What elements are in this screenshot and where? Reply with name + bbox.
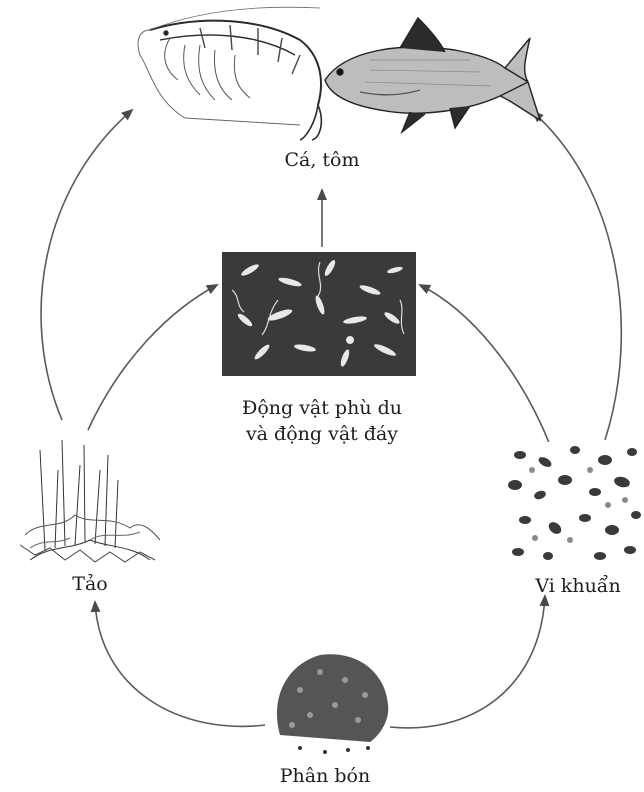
label-algae: Tảo: [55, 572, 125, 596]
fish-illustration: [325, 18, 540, 132]
fertilizer-pile-illustration: [277, 654, 388, 754]
label-zooplankton-line2: và động vật đáy: [222, 422, 422, 446]
arrow-algae-to-fish: [41, 110, 132, 420]
arrow-bacteria-to-fish: [533, 112, 621, 440]
label-fertilizer: Phân bón: [270, 764, 380, 788]
arrow-bacteria-to-zooplankton: [420, 285, 550, 445]
shrimp-illustration: [138, 7, 321, 140]
label-bacteria: Vi khuẩn: [528, 574, 628, 598]
arrow-algae-to-zooplankton: [88, 285, 217, 430]
algae-illustration: [20, 440, 160, 562]
arrow-fertilizer-to-algae: [95, 602, 265, 726]
label-fish-shrimp: Cá, tôm: [272, 148, 372, 172]
bacteria-illustration: [505, 442, 644, 567]
label-zooplankton-line1: Động vật phù du: [222, 396, 422, 420]
plankton-micrograph: [222, 252, 416, 376]
arrow-fertilizer-to-bacteria: [390, 596, 545, 728]
